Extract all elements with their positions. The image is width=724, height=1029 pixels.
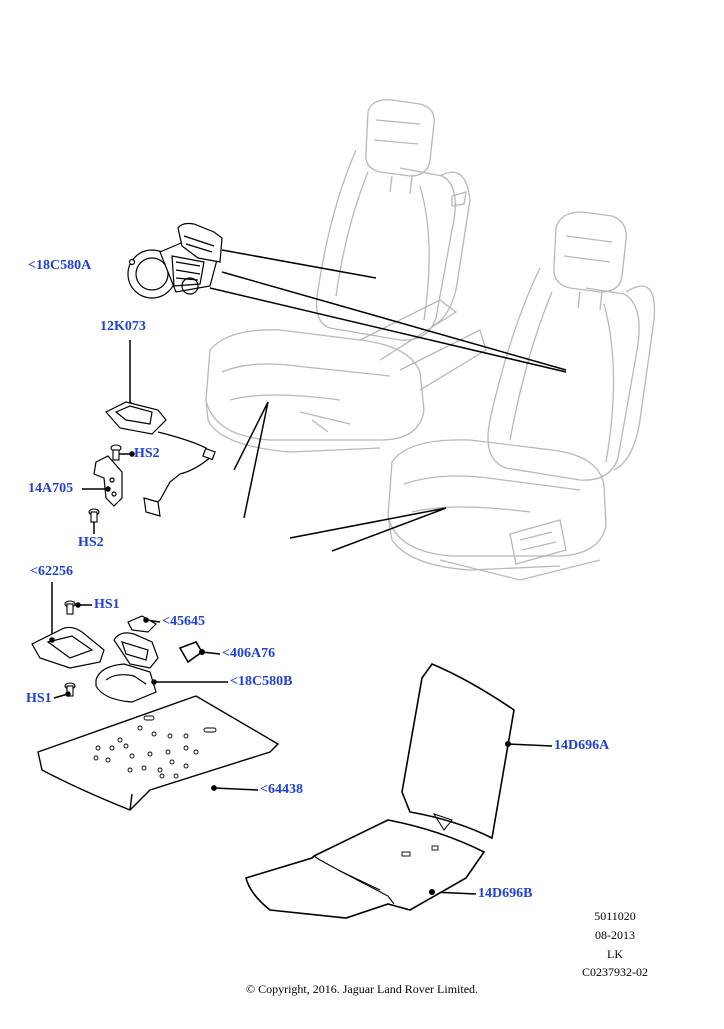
drawing-part-code: 5011020 [594, 909, 636, 923]
screw-hs2-upper[interactable] [110, 444, 135, 461]
backrest-mat-14d696a[interactable] [401, 663, 515, 840]
callout-hs2-upper[interactable]: HS2 [134, 446, 160, 461]
seal-406a76[interactable] [178, 641, 206, 664]
callout-hs1-lower[interactable]: HS1 [26, 691, 52, 706]
callout-14d696a[interactable]: 14D696A [554, 738, 610, 753]
callout-18c580b[interactable]: <18C580B [230, 674, 293, 689]
leader-cushion-front-2 [331, 507, 447, 552]
callout-hs2-lower[interactable]: HS2 [78, 535, 104, 550]
leader-18c580a-rear [221, 249, 377, 279]
leader-406a76 [201, 651, 221, 655]
duct-62256[interactable] [31, 626, 105, 669]
leader-cushion-front-1 [289, 507, 447, 539]
gasket-45645[interactable] [127, 615, 157, 633]
callout-14a705[interactable]: 14A705 [28, 481, 74, 496]
cushion-plate-64438[interactable] [37, 695, 280, 811]
callout-45645[interactable]: <45645 [162, 614, 205, 629]
bracket-14a705[interactable] [93, 455, 123, 507]
copyright-notice: © Copyright, 2016. Jaguar Land Rover Lim… [245, 982, 479, 996]
drawing-initials: LK [607, 947, 623, 961]
callout-14d696b[interactable]: 14D696B [478, 886, 533, 901]
front-seat-illustration [387, 211, 656, 581]
leader-18c580a-front-1 [221, 271, 567, 371]
callout-406a76[interactable]: <406A76 [222, 646, 276, 661]
leader-cushion-rear-1 [233, 401, 269, 471]
blower-assembly-18c580a[interactable] [127, 222, 223, 299]
drawing-reference: C0237932-02 [582, 965, 648, 979]
cushion-mat-14d696b[interactable] [245, 819, 486, 919]
callout-64438[interactable]: <64438 [260, 782, 303, 797]
leader-64438 [213, 787, 259, 791]
leader-cushion-rear-2 [243, 401, 269, 519]
screw-hs1-upper[interactable] [64, 600, 81, 615]
blower-18c580b[interactable] [95, 632, 159, 703]
leader-18c580a-front-2 [209, 287, 567, 373]
cushion-plate-vent-holes [93, 715, 217, 779]
module-12k073[interactable] [105, 401, 216, 517]
callout-18c580a[interactable]: <18C580A [28, 258, 92, 273]
screw-hs1-lower[interactable] [64, 682, 76, 697]
callout-12k073[interactable]: 12K073 [100, 319, 146, 334]
callout-hs1-upper[interactable]: HS1 [94, 597, 120, 612]
screw-hs2-lower[interactable] [88, 486, 111, 523]
callout-62256[interactable]: <62256 [30, 564, 73, 579]
rear-seat-illustration [205, 99, 487, 453]
drawing-date: 08-2013 [595, 928, 635, 942]
leader-14d696a [507, 743, 553, 747]
